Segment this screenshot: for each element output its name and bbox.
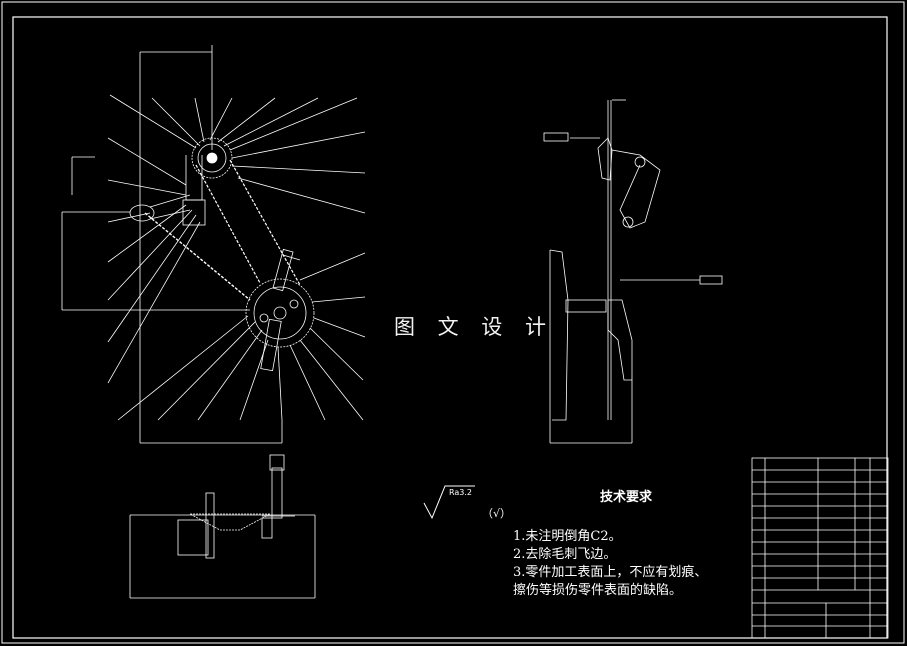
side-view <box>543 99 723 444</box>
title-block <box>751 457 889 639</box>
tech-requirement-item: 擦伤等损伤零件表面的缺陷。 <box>513 583 683 598</box>
tech-requirement-item: 3.零件加工表面上，不应有划痕、 <box>513 565 708 580</box>
roughness-value: Ra3.2 <box>449 488 473 497</box>
tech-requirements-title: 技术要求 <box>600 490 653 505</box>
tech-requirement-item: 2.去除毛刺飞边。 <box>513 547 617 562</box>
main-view <box>61 45 366 444</box>
inner-border <box>12 16 888 639</box>
tech-requirement-item: 1.未注明倒角C2。 <box>513 529 622 544</box>
roughness-symbol <box>423 485 475 520</box>
top-view <box>129 454 316 599</box>
roughness-general: （√） <box>482 507 512 520</box>
watermark-text: 图 文 设 计 <box>394 315 555 339</box>
